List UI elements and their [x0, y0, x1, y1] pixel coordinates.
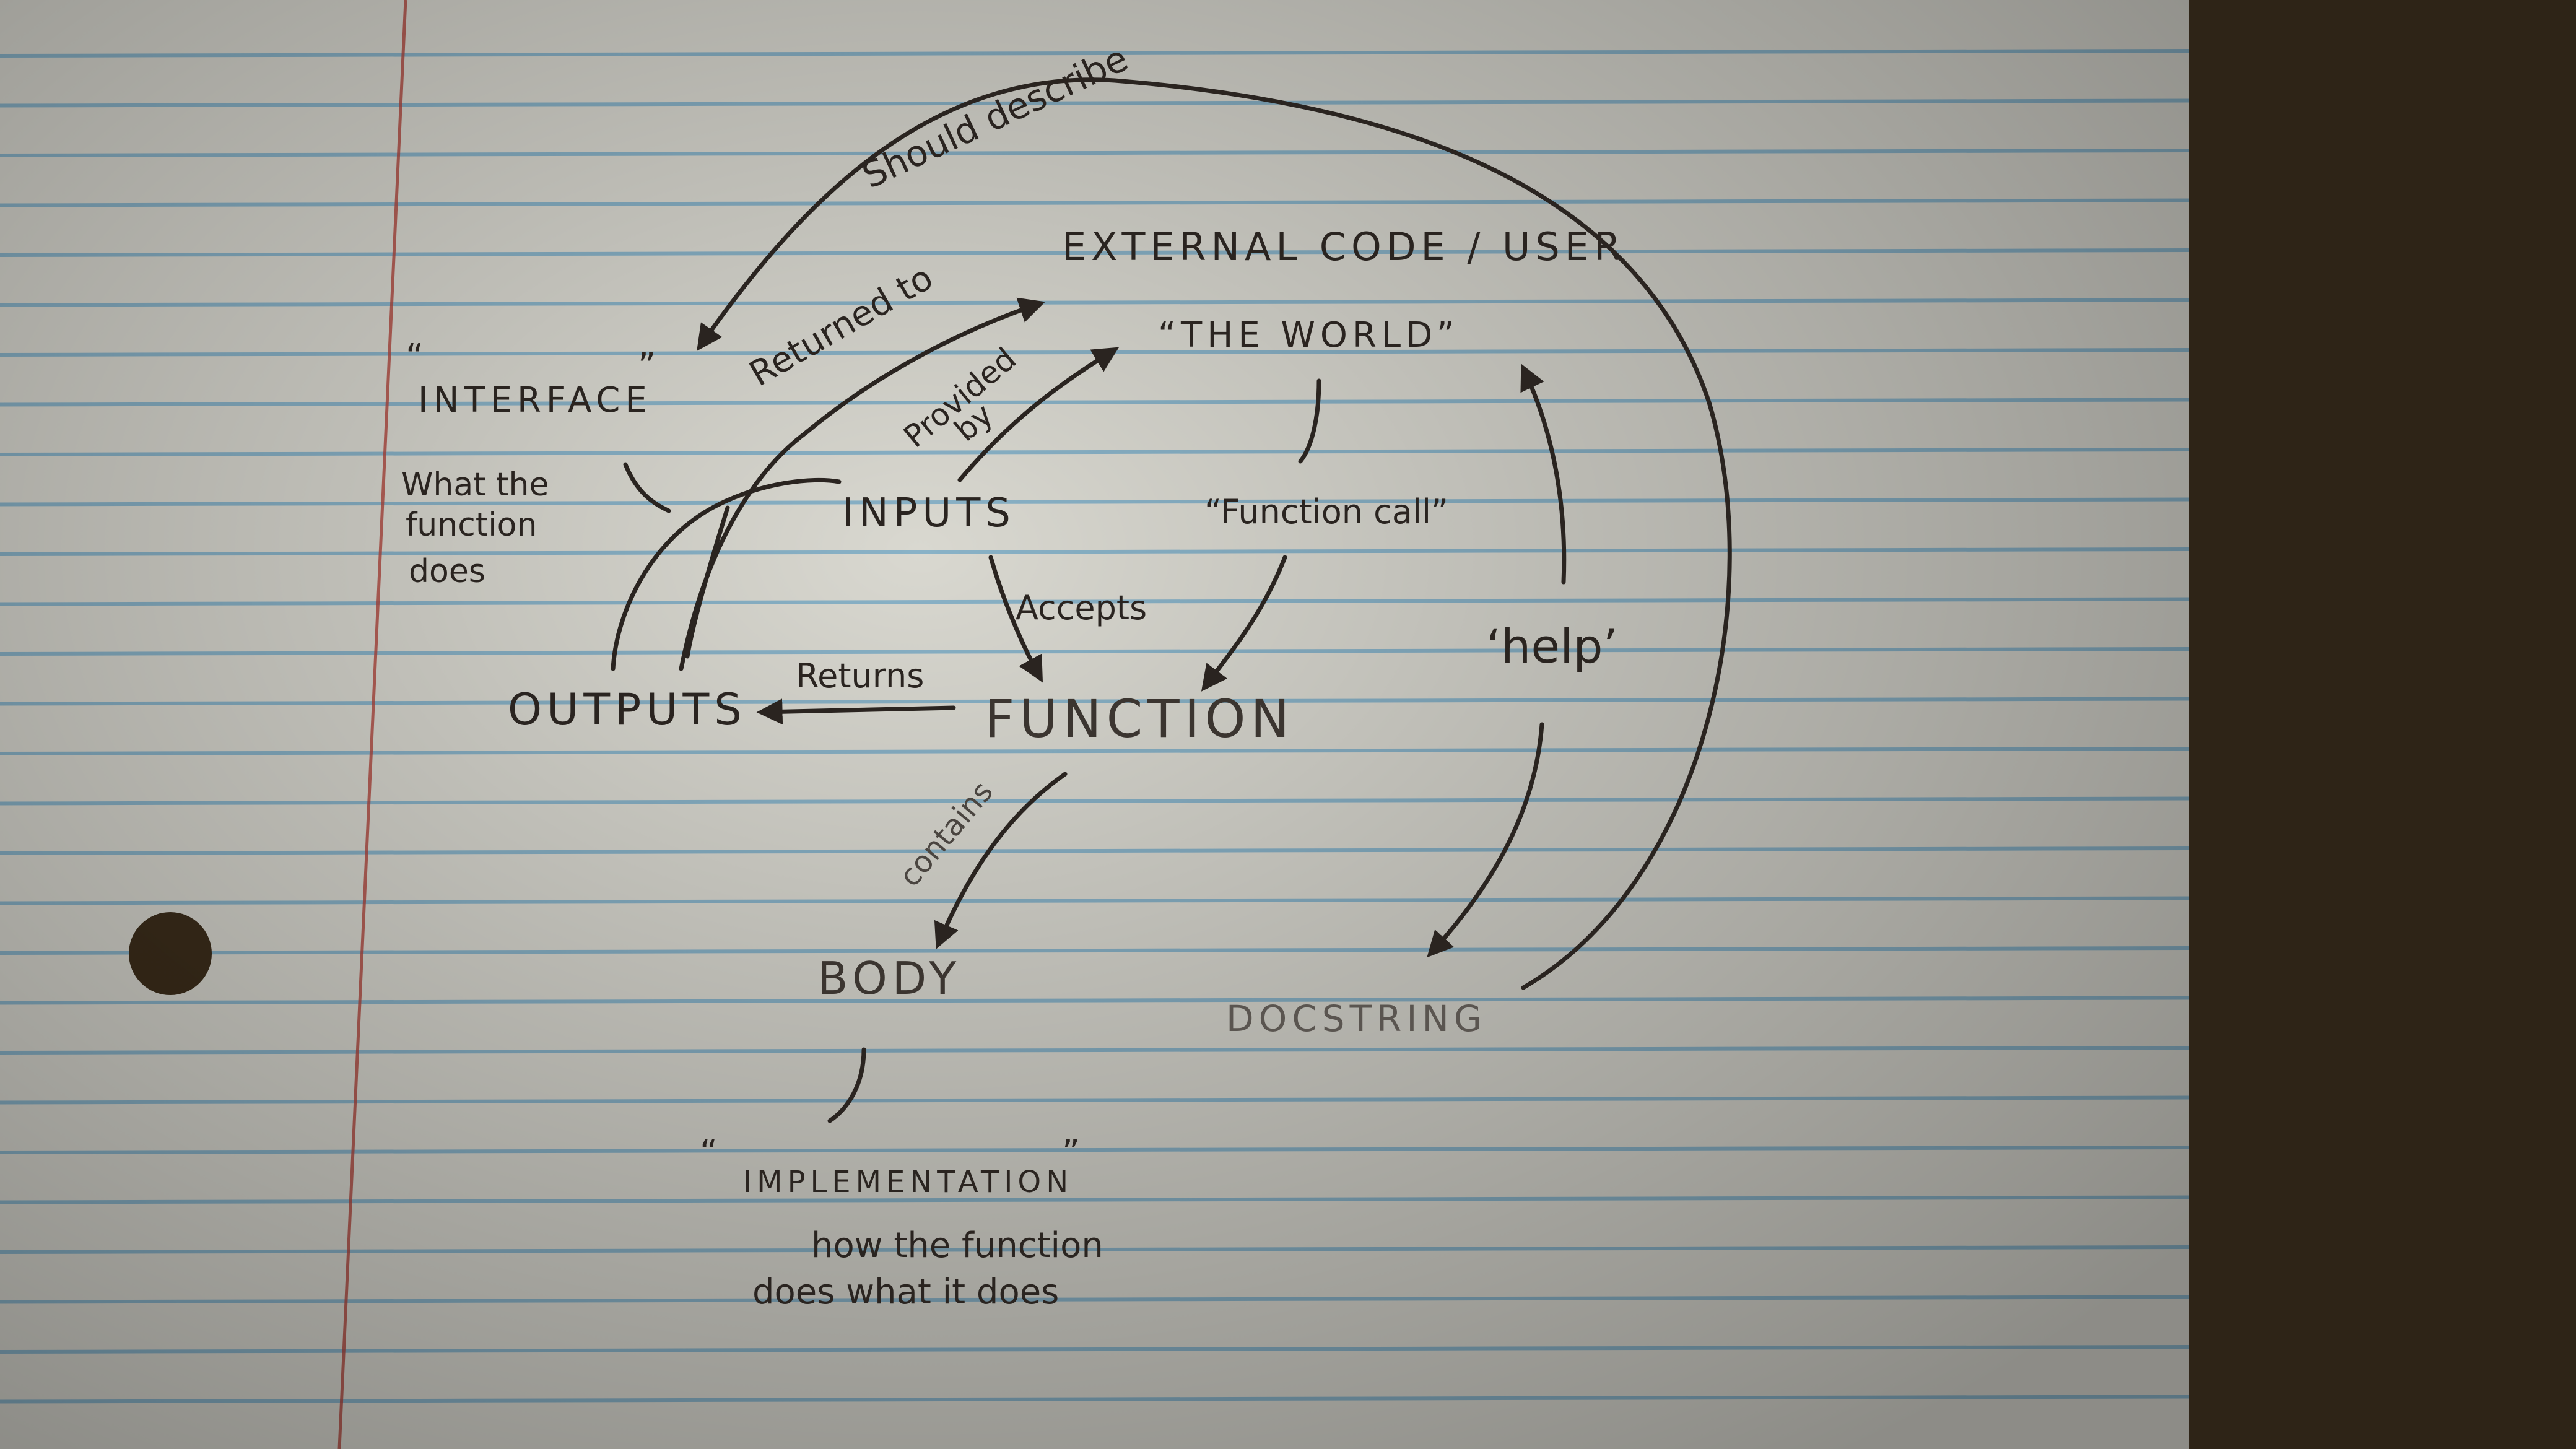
- shadow-overlay: [0, 0, 2189, 1449]
- label-function-call: “Function call”: [1204, 492, 1448, 531]
- edge-label-accepts: Accepts: [1016, 588, 1147, 627]
- label-docstring: DOCSTRING: [1226, 998, 1487, 1040]
- arrow-returns: [756, 698, 956, 725]
- line-world-function-call: [1298, 378, 1321, 464]
- label-implementation: IMPLEMENTATION: [743, 1165, 1073, 1199]
- line-interface-outputs-1: [611, 477, 842, 671]
- arrow-contains: [934, 772, 1068, 949]
- label-interface: INTERFACE: [418, 380, 652, 420]
- label-help: ‘help’: [1486, 619, 1618, 674]
- arrow-function-call: [1201, 555, 1287, 692]
- label-body: BODY: [817, 952, 961, 1004]
- arrow-provided-by: [957, 347, 1120, 482]
- line-body-implementation: [827, 1047, 866, 1123]
- label-outputs: OUTPUTS: [508, 684, 747, 735]
- label-function: FUNCTION: [985, 689, 1294, 749]
- label-the-world: “THE WORLD”: [1158, 315, 1460, 355]
- line-interface-inputs: [623, 462, 671, 513]
- quote-interface-close: ”: [638, 346, 656, 386]
- label-inputs: INPUTS: [842, 490, 1016, 536]
- arrow-should-describe: [697, 77, 1732, 990]
- quote-implementation-open: “: [700, 1133, 718, 1173]
- arrow-help-to-world: [1520, 363, 1567, 585]
- label-implementation-note-1: how the function: [811, 1225, 1103, 1266]
- label-external-code-user: EXTERNAL CODE / USER: [1062, 224, 1625, 269]
- label-implementation-note-2: does what it does: [752, 1272, 1059, 1312]
- connectors: [611, 77, 1732, 1123]
- quote-implementation-close: ”: [1062, 1133, 1080, 1173]
- node-labels: EXTERNAL CODE / USER “THE WORLD” INTERFA…: [401, 224, 1625, 1312]
- edge-label-returns: Returns: [796, 656, 924, 695]
- label-interface-note-2: function: [406, 507, 537, 544]
- label-interface-note-3: does: [409, 553, 485, 590]
- line-interface-outputs-2: [685, 505, 730, 659]
- arrow-accepts: [988, 555, 1043, 683]
- label-interface-note-1: What the: [401, 466, 549, 503]
- arrow-help-to-docstring: [1427, 722, 1544, 958]
- quote-interface-open: “: [406, 337, 424, 377]
